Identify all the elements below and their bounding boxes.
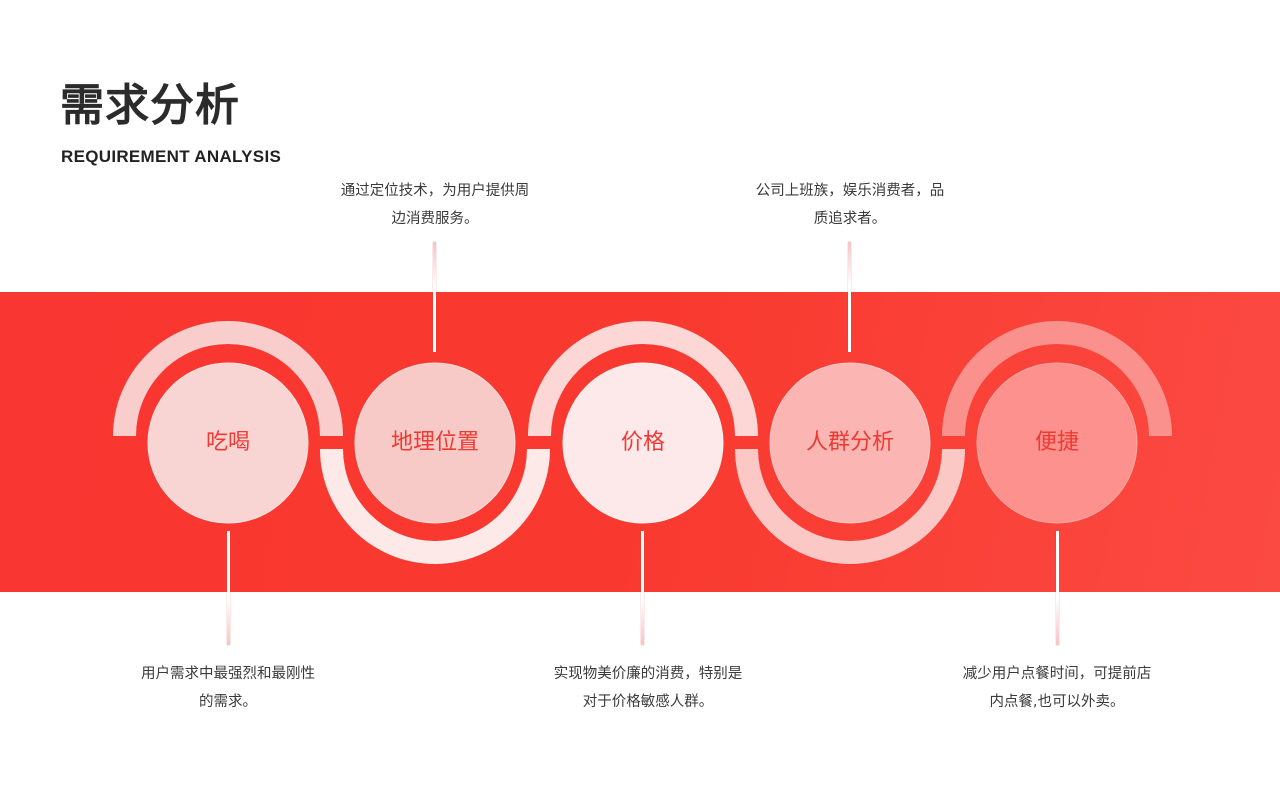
- page-subtitle: REQUIREMENT ANALYSIS: [61, 147, 282, 166]
- arc-top-1: [113, 321, 343, 436]
- description-2-line-1: 通过定位技术，为用户提供周: [340, 183, 530, 199]
- connector-line-5: [1056, 531, 1059, 645]
- node-label-5: 便捷: [1034, 430, 1079, 455]
- node-circle-4: [769, 362, 931, 524]
- node-circle-1: [147, 362, 309, 524]
- connector-line-4: [848, 242, 851, 352]
- description-4-line-1: 公司上班族，娱乐消费者，品: [755, 183, 945, 199]
- description-3-line-1: 实现物美价廉的消费，特别是: [553, 666, 743, 682]
- arc-bottom-4: [735, 449, 965, 564]
- node-label-1: 吃喝: [205, 430, 250, 455]
- description-1-line-2: 的需求。: [199, 694, 257, 710]
- node-label-2: 地理位置: [390, 430, 479, 455]
- description-4-line-2: 质追求者。: [813, 211, 887, 227]
- description-2: 通过定位技术，为用户提供周 边消费服务。: [315, 177, 555, 233]
- description-3: 实现物美价廉的消费，特别是 对于价格敏感人群。: [528, 660, 768, 716]
- connector-line-2: [433, 242, 436, 352]
- arc-top-3: [528, 321, 758, 436]
- page-title: 需求分析: [60, 80, 240, 131]
- description-4: 公司上班族，娱乐消费者，品 质追求者。: [730, 177, 970, 233]
- description-5: 减少用户点餐时间，可提前店 内点餐,也可以外卖。: [937, 660, 1177, 716]
- node-label-4: 人群分析: [805, 430, 894, 455]
- description-3-line-2: 对于价格敏感人群。: [582, 694, 714, 710]
- connector-line-3: [641, 531, 644, 645]
- connector-line-1: [227, 531, 230, 645]
- description-5-line-1: 减少用户点餐时间，可提前店: [962, 666, 1152, 682]
- node-circle-2: [354, 362, 516, 524]
- arc-bottom-2: [320, 449, 550, 564]
- node-circle-3: [562, 362, 724, 524]
- description-2-line-2: 边消费服务。: [391, 211, 479, 227]
- description-1: 用户需求中最强烈和最刚性 的需求。: [108, 660, 348, 716]
- description-1-line-1: 用户需求中最强烈和最刚性: [141, 666, 315, 682]
- node-circle-5: [976, 362, 1138, 524]
- arc-top-5: [942, 321, 1172, 436]
- description-5-line-2: 内点餐,也可以外卖。: [989, 694, 1125, 710]
- node-label-3: 价格: [620, 430, 665, 455]
